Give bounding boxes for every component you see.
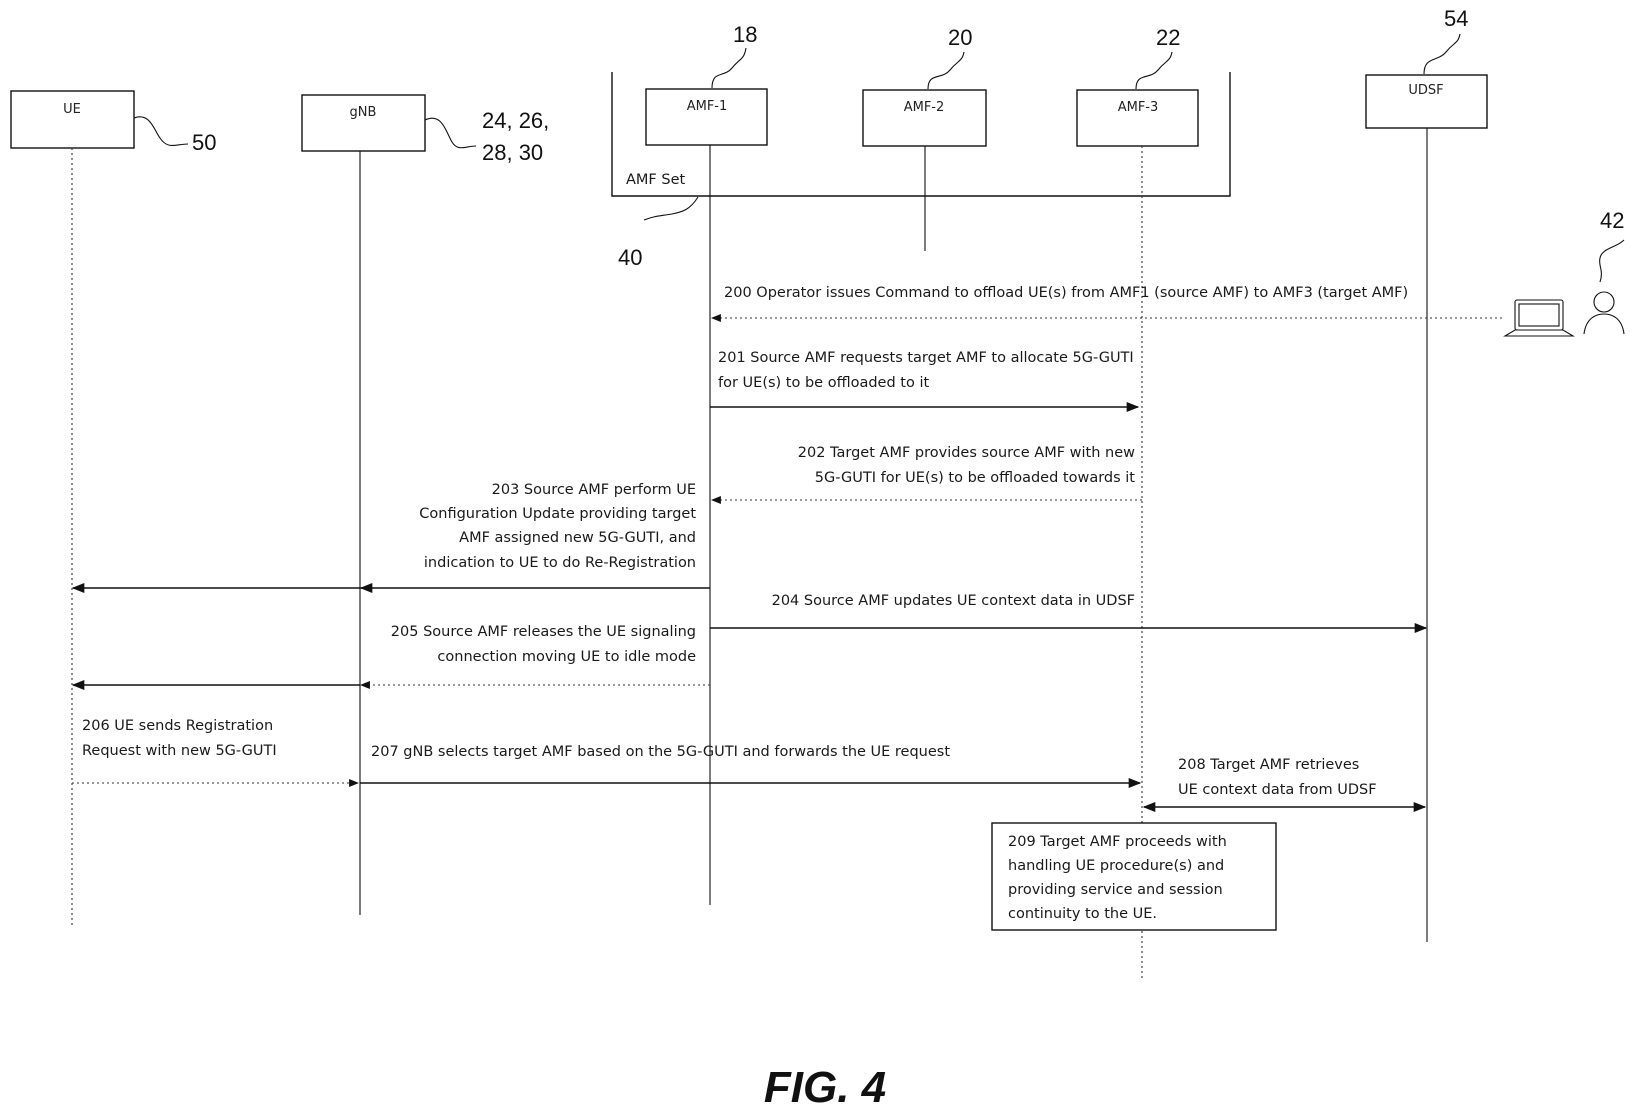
amf2-label: AMF-2 xyxy=(904,100,945,115)
msg-208-label-2: UE context data from UDSF xyxy=(1178,782,1377,798)
amf1-box xyxy=(646,89,767,145)
gnb-box xyxy=(302,95,425,151)
step-209-line-1: 209 Target AMF proceeds with xyxy=(1008,834,1227,850)
ref-50-leader xyxy=(134,117,188,146)
amf3-label: AMF-3 xyxy=(1118,100,1159,115)
ref-40-leader xyxy=(644,197,698,220)
gnb-label: gNB xyxy=(350,105,377,120)
msg-201-label-1: 201 Source AMF requests target AMF to al… xyxy=(718,350,1134,366)
msg-202-label-1: 202 Target AMF provides source AMF with … xyxy=(798,445,1135,461)
msg-202-label-2: 5G-GUTI for UE(s) to be offloaded toward… xyxy=(815,470,1136,486)
msg-207-label: 207 gNB selects target AMF based on the … xyxy=(371,744,950,760)
ref-20-leader xyxy=(928,52,964,89)
ue-box xyxy=(11,91,134,148)
figure-label: FIG. 4 xyxy=(764,1063,886,1110)
step-209-line-2: handling UE procedure(s) and xyxy=(1008,858,1224,874)
msg-203-label-3: AMF assigned new 5G-GUTI, and xyxy=(459,530,696,546)
msg-206-label-1: 206 UE sends Registration xyxy=(82,718,273,734)
ref-18: 18 xyxy=(733,22,757,47)
msg-203-label-2: Configuration Update providing target xyxy=(419,506,696,522)
ref-24-leader xyxy=(425,118,476,148)
amf-set-label: AMF Set xyxy=(626,172,686,188)
msg-204-label: 204 Source AMF updates UE context data i… xyxy=(772,593,1135,609)
ref-20: 20 xyxy=(948,25,972,50)
ref-42: 42 xyxy=(1600,208,1624,233)
msg-206-label-2: Request with new 5G-GUTI xyxy=(82,743,277,759)
amf1-label: AMF-1 xyxy=(687,99,728,114)
msg-200-label: 200 Operator issues Command to offload U… xyxy=(724,285,1408,301)
msg-205-label-2: connection moving UE to idle mode xyxy=(437,649,696,665)
msg-208-label-1: 208 Target AMF retrieves xyxy=(1178,757,1359,773)
amf2-box xyxy=(863,90,986,146)
ref-22: 22 xyxy=(1156,25,1180,50)
ref-22-leader xyxy=(1136,52,1172,89)
ref-24: 24, 26, xyxy=(482,108,549,133)
ue-label: UE xyxy=(63,102,81,117)
ref-28: 28, 30 xyxy=(482,140,543,165)
ref-54-leader xyxy=(1424,34,1460,74)
msg-205-label-1: 205 Source AMF releases the UE signaling xyxy=(391,624,696,640)
udsf-label: UDSF xyxy=(1408,83,1443,98)
ref-40: 40 xyxy=(618,245,642,270)
ref-54: 54 xyxy=(1444,6,1468,31)
step-209-line-3: providing service and session xyxy=(1008,882,1223,898)
laptop-icon xyxy=(1505,300,1573,336)
ref-50: 50 xyxy=(192,130,216,155)
msg-201-label-2: for UE(s) to be offloaded to it xyxy=(718,375,929,391)
step-209-line-4: continuity to the UE. xyxy=(1008,906,1157,922)
ref-42-leader xyxy=(1600,240,1624,282)
amf3-box xyxy=(1077,90,1198,146)
msg-203-label-1: 203 Source AMF perform UE xyxy=(492,482,696,498)
msg-203-label-4: indication to UE to do Re-Registration xyxy=(424,555,696,571)
ref-18-leader xyxy=(712,48,746,88)
person-icon xyxy=(1584,292,1624,334)
